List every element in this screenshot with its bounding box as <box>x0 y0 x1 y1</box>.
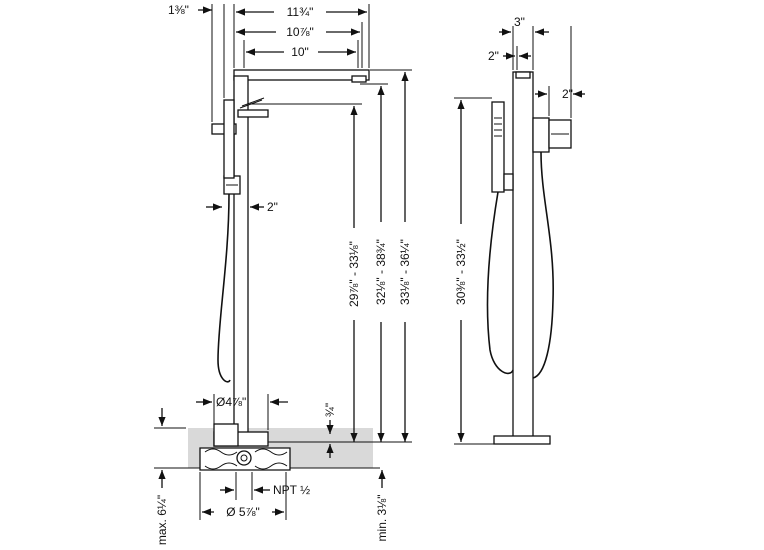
spout <box>233 69 370 81</box>
dim-33-1-8-36-1-4: 33⅛" - 36¼" <box>398 239 412 305</box>
side-hose-right <box>532 151 554 379</box>
side-hose-left <box>486 191 514 375</box>
front-hose <box>217 193 231 383</box>
dim-side-3: 3" <box>514 15 525 29</box>
dim-29-7-8-33-1-8: 29⅞" - 33⅛" <box>347 241 361 307</box>
front-handle <box>237 109 269 118</box>
side-column <box>512 71 534 441</box>
dim-dia-5-7-8: Ø 5⅞" <box>226 505 260 519</box>
dim-max-6-1-4: max. 6¼" <box>155 495 169 545</box>
dim-11-3-4: 11¾" <box>287 5 314 19</box>
spout-outlet <box>351 75 367 83</box>
side-handshower <box>491 101 505 193</box>
dim-30-3-8-33-1-2: 30⅜" - 33½" <box>454 239 468 305</box>
side-base-plate <box>493 435 551 445</box>
dim-min-3-1-8: min. 3⅛" <box>375 495 389 542</box>
front-base-collar <box>213 423 239 447</box>
dim-side-2-top: 2" <box>488 49 499 63</box>
dim-side-2-right: 2" <box>562 87 573 101</box>
front-handshower <box>223 99 235 179</box>
front-view: 1⅜" 11¾" 10⅞" 10" 2" 29⅞" - 33⅛" 32⅛" - … <box>154 3 413 545</box>
side-spout-tip <box>515 71 531 79</box>
dim-10: 10" <box>291 45 309 59</box>
dim-10-7-8: 10⅞" <box>286 25 314 39</box>
dim-1-3-8: 1⅜" <box>168 3 189 17</box>
dim-npt-1-2: NPT ½ <box>273 483 310 497</box>
side-view: 3" 2" 2" 30⅜" - 33½" <box>453 15 585 445</box>
dim-dia-4-7-8: Ø4⅞" <box>216 395 246 409</box>
dim-32-1-8-38-3-4: 32⅛" - 38¾" <box>374 239 388 305</box>
side-valve-body <box>532 117 550 153</box>
dim-2-handshower: 2" <box>267 200 278 214</box>
dim-3-4: ¾" <box>323 403 337 417</box>
